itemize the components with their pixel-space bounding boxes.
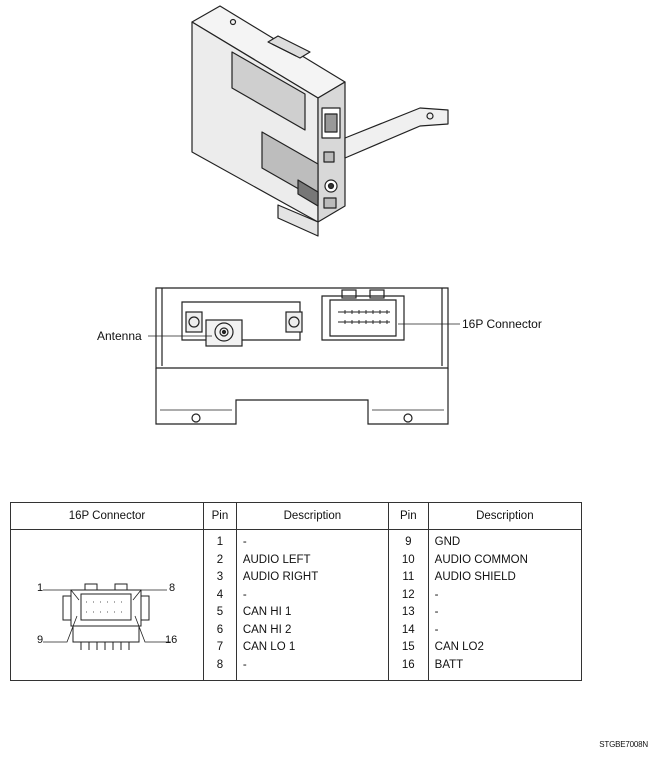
pin-description: - bbox=[434, 588, 439, 601]
pin-description: BATT bbox=[434, 658, 464, 671]
right-pin-column: 9 10 11 12 13 14 15 16 bbox=[387, 529, 429, 681]
pin-description: - bbox=[242, 658, 247, 671]
pin-description: CAN HI 2 bbox=[242, 623, 292, 636]
connector-pin-diagram bbox=[43, 583, 171, 650]
pin-number: 16 bbox=[401, 658, 415, 671]
pin-number: 15 bbox=[401, 641, 415, 653]
pin8-label: 8 bbox=[169, 582, 176, 594]
pin-description: AUDIO LEFT bbox=[242, 553, 311, 566]
connector-callout: 16P Connector bbox=[462, 317, 542, 331]
pin-number: 14 bbox=[401, 623, 415, 636]
pin-number: 12 bbox=[401, 588, 415, 601]
pin-description: - bbox=[434, 623, 439, 636]
pin1-label: 1 bbox=[37, 582, 44, 594]
pin-description: AUDIO COMMON bbox=[434, 553, 528, 566]
antenna-callout: Antenna bbox=[97, 329, 142, 343]
pin9-label: 9 bbox=[37, 634, 44, 646]
pin-number: 2 bbox=[216, 553, 224, 566]
header-connector: 16P Connector bbox=[10, 502, 204, 530]
pin-description: CAN HI 1 bbox=[242, 606, 292, 618]
pin-description: AUDIO SHIELD bbox=[434, 571, 516, 583]
module-front-view bbox=[148, 287, 460, 425]
pin-description: CAN LO 1 bbox=[242, 641, 296, 653]
pin-number: 4 bbox=[216, 588, 224, 601]
pin-description: - bbox=[242, 588, 247, 601]
header-description-left: Description bbox=[235, 502, 389, 530]
figure-code: STGBE7008N bbox=[599, 740, 648, 749]
pin-number: 10 bbox=[401, 553, 415, 566]
right-description-column: GND AUDIO COMMON AUDIO SHIELD - - - CAN … bbox=[427, 529, 583, 681]
pin16-label: 16 bbox=[165, 634, 178, 646]
pin-number: 3 bbox=[216, 571, 224, 583]
pin-number: 5 bbox=[216, 606, 224, 618]
connector-diagram-cell: 1 8 9 16 bbox=[10, 529, 204, 681]
pin-description: - bbox=[434, 606, 439, 618]
pin-description: AUDIO RIGHT bbox=[242, 571, 319, 583]
left-description-column: - AUDIO LEFT AUDIO RIGHT - CAN HI 1 CAN … bbox=[235, 529, 389, 681]
pin-number: 11 bbox=[402, 571, 415, 583]
left-pin-column: 1 2 3 4 5 6 7 8 bbox=[203, 529, 237, 681]
pin-number: 7 bbox=[216, 641, 224, 653]
pin-description: - bbox=[242, 536, 247, 548]
header-pin-left: Pin bbox=[203, 502, 237, 530]
pin-number: 13 bbox=[401, 606, 415, 618]
pin-number: 8 bbox=[216, 658, 224, 671]
pin-description: CAN LO2 bbox=[434, 641, 484, 653]
pin-description: GND bbox=[434, 536, 461, 548]
pin-number: 9 bbox=[405, 536, 412, 548]
pinout-table: 16P Connector Pin Description Pin Descri… bbox=[10, 502, 583, 681]
header-description-right: Description bbox=[427, 502, 583, 530]
module-isometric-drawing bbox=[191, 5, 449, 237]
pin-number: 6 bbox=[216, 623, 224, 636]
header-pin-right: Pin bbox=[387, 502, 429, 530]
pin-number: 1 bbox=[216, 536, 224, 548]
